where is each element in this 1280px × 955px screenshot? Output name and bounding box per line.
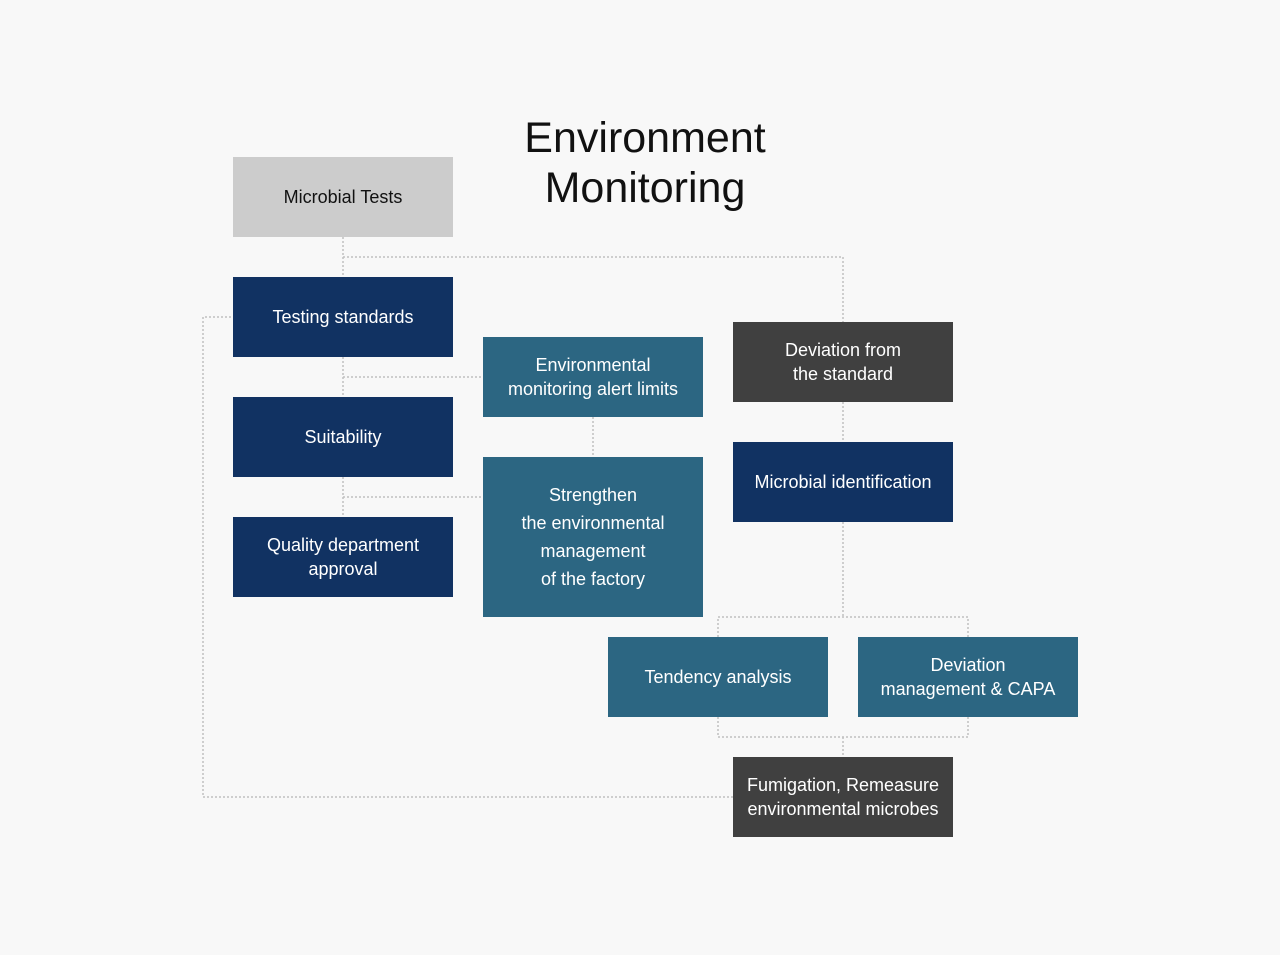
diagram-title: Environment Monitoring: [524, 114, 766, 212]
node-tendency-analysis: Tendency analysis: [608, 637, 828, 717]
node-deviation-standard: Deviation from the standard: [733, 322, 953, 402]
node-quality-approval: Quality department approval: [233, 517, 453, 597]
node-microbial-tests: Microbial Tests: [233, 157, 453, 237]
node-alert-limits: Environmental monitoring alert limits: [483, 337, 703, 417]
connector-feedback-loop: [202, 316, 733, 798]
node-testing-standards: Testing standards: [233, 277, 453, 357]
node-suitability: Suitability: [233, 397, 453, 477]
node-fumigation: Fumigation, Remeasure environmental micr…: [733, 757, 953, 837]
node-strengthen-management: Strengthen the environmental management …: [483, 457, 703, 617]
connector-identification-split: [717, 522, 969, 637]
node-microbial-identification: Microbial identification: [733, 442, 953, 522]
connector-merge-to-fumigation: [717, 717, 969, 757]
node-deviation-capa: Deviation management & CAPA: [858, 637, 1078, 717]
connector-tests-to-deviation: [343, 256, 844, 322]
